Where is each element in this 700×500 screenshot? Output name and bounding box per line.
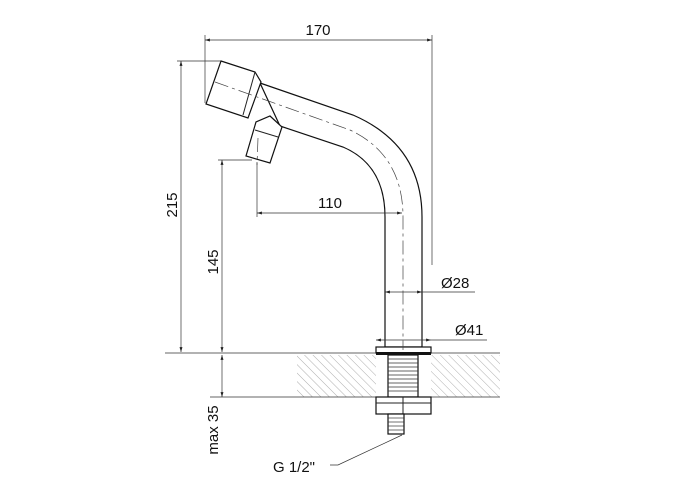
svg-text:Ø28: Ø28	[441, 275, 469, 292]
svg-text:Ø41: Ø41	[455, 322, 483, 339]
dimension-width-total: 170	[204, 22, 433, 265]
svg-text:215: 215	[164, 192, 181, 217]
thread-callout: G 1/2"	[273, 434, 403, 476]
faucet-body	[205, 60, 432, 435]
outlet-nozzle	[245, 115, 283, 164]
dimension-outlet-height: 145	[205, 159, 252, 352]
dimension-outlet-reach: 110	[256, 162, 402, 217]
svg-text:145: 145	[205, 249, 222, 274]
shank-threads	[388, 358, 418, 392]
svg-text:110: 110	[318, 195, 342, 212]
dimension-base-diameter: Ø41	[376, 322, 487, 342]
svg-text:G 1/2": G 1/2"	[273, 459, 315, 476]
dimension-max-thickness: max 35	[205, 355, 224, 455]
dimension-height-total: 215	[164, 60, 221, 352]
connection-pipe	[387, 413, 405, 435]
dimension-tube-diameter: Ø28	[385, 275, 475, 294]
threaded-shank	[387, 354, 419, 398]
countertop	[165, 352, 500, 398]
handle-head	[205, 60, 262, 119]
svg-text:170: 170	[305, 22, 330, 39]
svg-text:max 35: max 35	[205, 405, 222, 454]
